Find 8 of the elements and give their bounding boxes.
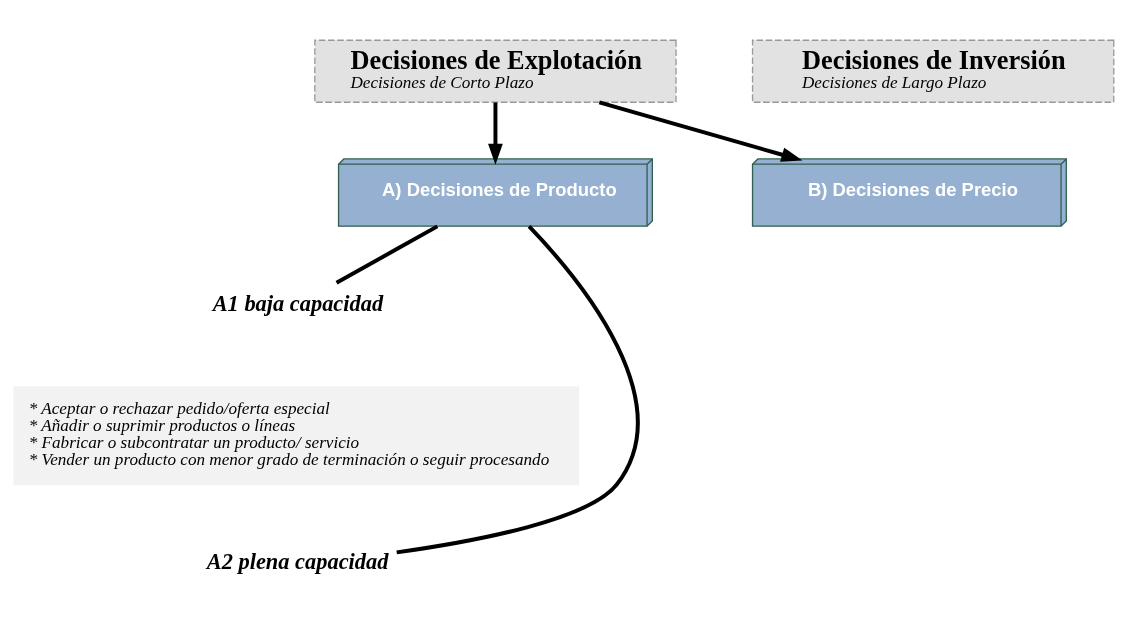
node-box: Decisiones de Explotación Decisiones de Corto Plazo <box>314 39 677 103</box>
arrow <box>488 102 503 165</box>
connector <box>396 224 640 554</box>
node-text: A1 baja capacidad <box>212 290 384 316</box>
arrow <box>598 99 803 162</box>
node-text: A2 plena capacidad <box>206 548 389 574</box>
node-box: Decisiones de Inversión Decisiones de Largo Plazo <box>751 39 1115 103</box>
connector <box>335 224 439 284</box>
